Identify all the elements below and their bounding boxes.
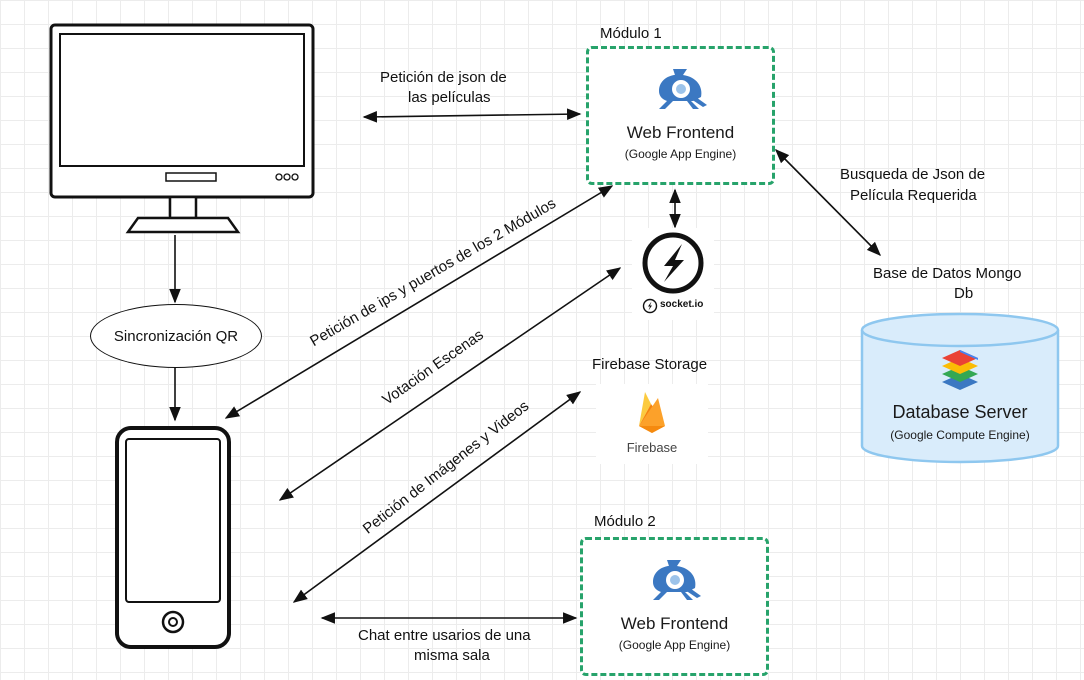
app-engine-icon [659,69,707,109]
database-title: Database Server [892,402,1028,422]
json-request-label-line1: Petición de json de [380,69,507,86]
database-subtitle: (Google Compute Engine) [890,428,1030,442]
sync-qr-node: Sincronización QR [90,304,262,368]
chat-label-line2: misma sala [414,647,490,664]
database-heading-line1: Base de Datos Mongo [873,265,1022,282]
firebase-heading: Firebase Storage [592,356,708,373]
chat-label-line1: Chat entre usarios de una [358,627,531,644]
module2-title: Web Frontend [620,614,729,633]
arrow-media-request [292,391,582,603]
module2-box: Web Frontend (Google App Engine) [580,537,769,676]
sync-qr-label: Sincronización QR [113,327,239,345]
module1-subtitle: (Google App Engine) [624,147,737,161]
arrow-json-request [362,108,582,123]
socketio-block: socket.io [632,228,714,320]
database-heading-line2: Db [954,285,974,302]
firebase-logo-text: Firebase [626,440,678,455]
smartphone-icon [115,426,231,649]
module1-box: Web Frontend (Google App Engine) [586,46,775,185]
socketio-logo-text: socket.io [660,299,704,310]
search-label-line2: Película Requerida [850,187,977,204]
module2-subtitle: (Google App Engine) [618,638,731,652]
socketio-small-icon [642,298,658,314]
firebase-block: Firebase [596,384,708,464]
monitor-icon [49,23,315,234]
arrow-module1-database [774,148,882,257]
database-cylinder-icon [860,312,1060,464]
module1-heading: Módulo 1 [600,25,662,42]
app-engine-icon [653,560,701,600]
module2-heading: Módulo 2 [594,513,656,530]
firebase-icon [639,392,665,433]
gcp-layers-icon [942,350,978,390]
socketio-icon [642,232,704,294]
module1-title: Web Frontend [626,123,735,142]
json-request-label-line2: las películas [408,89,491,106]
search-label-line1: Busqueda de Json de [840,166,986,183]
